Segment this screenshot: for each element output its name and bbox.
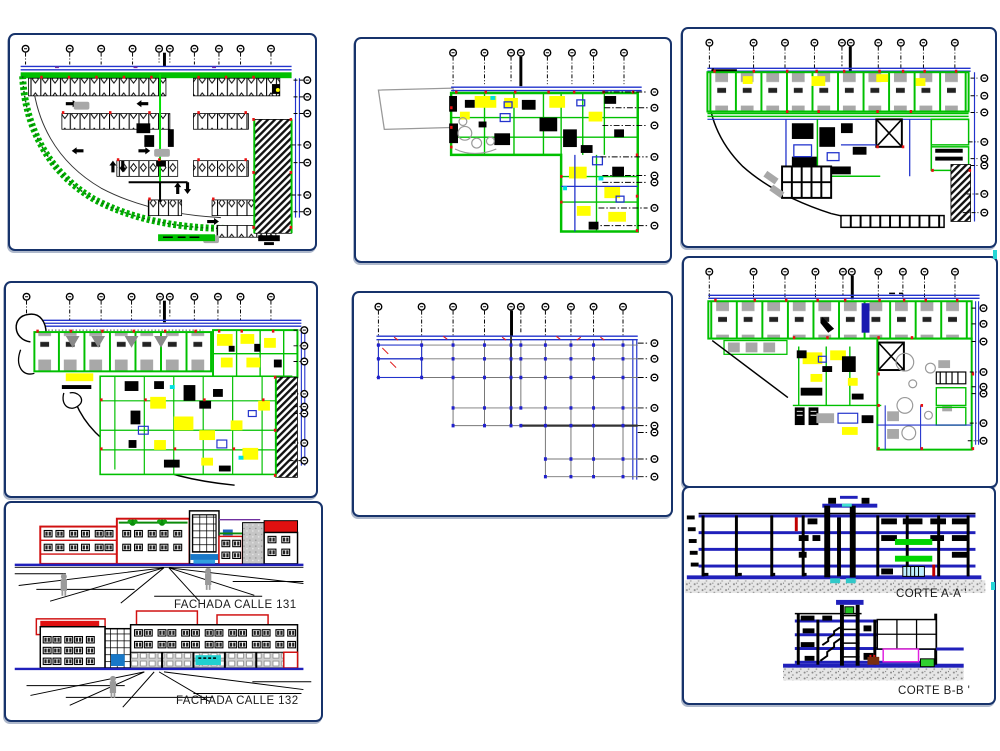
grid-bubbles-right bbox=[592, 88, 659, 230]
facades-drawing bbox=[14, 510, 312, 708]
center-rooms bbox=[99, 375, 293, 476]
stairs-b bbox=[819, 626, 842, 662]
panel-facades: FACHADA CALLE 131 FACHADA CALLE 132 bbox=[4, 501, 323, 722]
grid-bubbles-right bbox=[291, 76, 312, 218]
interior-clutter-b bbox=[800, 615, 874, 661]
parking-stalls bbox=[28, 77, 281, 238]
plan-outline bbox=[449, 91, 639, 233]
facade-131-caption: FACHADA CALLE 131 bbox=[174, 599, 297, 611]
panel-ground-floor-plan bbox=[354, 37, 672, 263]
grid-bubbles-top bbox=[705, 38, 959, 73]
room-band bbox=[707, 300, 973, 340]
facade-131 bbox=[14, 510, 304, 604]
columns-a bbox=[701, 497, 970, 578]
scan-artifact-2 bbox=[991, 582, 995, 590]
floor-plan-4-drawing bbox=[15, 292, 309, 486]
grid-bubbles-top bbox=[22, 292, 275, 323]
grid-bubbles-top bbox=[705, 267, 960, 300]
room-band bbox=[33, 331, 213, 373]
panel-parking-plan bbox=[8, 33, 317, 251]
panel-structural-grid bbox=[352, 291, 673, 517]
section-aa-caption: CORTE A-A ' bbox=[896, 588, 967, 600]
bottom-storefront bbox=[840, 214, 945, 229]
column-nodes bbox=[376, 343, 625, 479]
panel-sections: CORTE A-A ' CORTE B-B ' bbox=[682, 486, 996, 705]
ramp-hatch bbox=[253, 119, 293, 234]
column-markers bbox=[40, 75, 293, 229]
lower-parking-grid bbox=[763, 165, 833, 199]
facade-132 bbox=[14, 610, 312, 708]
window-clusters-a bbox=[798, 518, 968, 575]
top-left-rooms bbox=[377, 344, 423, 379]
floor-plan-6-drawing bbox=[705, 267, 988, 451]
parking-plan-drawing bbox=[19, 44, 312, 246]
center-rooms bbox=[792, 346, 882, 435]
core-walls bbox=[128, 74, 188, 202]
ramp-hatch bbox=[275, 376, 298, 478]
fixtures-blue bbox=[499, 99, 638, 232]
floor-plan-3-drawing bbox=[705, 38, 989, 229]
facade-132-caption: FACHADA CALLE 132 bbox=[176, 695, 299, 707]
section-b-b bbox=[783, 599, 964, 681]
door-swings bbox=[65, 336, 168, 348]
elevator-shaft bbox=[877, 341, 905, 372]
grid-bubbles-top bbox=[374, 302, 628, 337]
right-rooms bbox=[212, 329, 299, 379]
core-black bbox=[791, 123, 867, 175]
grid-bubbles-top bbox=[21, 44, 275, 67]
grid-bubbles-right bbox=[637, 339, 659, 481]
ground-hatch-a bbox=[684, 580, 986, 594]
furniture-black bbox=[449, 95, 624, 230]
rooms-yellow bbox=[459, 95, 626, 222]
grid-bubbles-top bbox=[449, 48, 629, 87]
ramp-hatch bbox=[950, 164, 971, 222]
second-band bbox=[723, 339, 788, 355]
ground-floor-drawing bbox=[377, 48, 659, 233]
structural-grid-drawing bbox=[374, 302, 659, 481]
red-roof bbox=[263, 520, 299, 533]
grid-bubbles-right bbox=[289, 326, 309, 466]
hedge-curve bbox=[19, 76, 225, 232]
panel-floor-plan-4 bbox=[4, 281, 318, 498]
grid-bubbles-right bbox=[962, 74, 989, 217]
right-wing bbox=[876, 337, 973, 451]
elevator-shaft bbox=[875, 118, 903, 148]
panel-floor-plan-6 bbox=[682, 256, 998, 488]
pavement-lines-2 bbox=[26, 671, 312, 708]
property-lines bbox=[20, 65, 292, 71]
planters-gray bbox=[454, 116, 497, 155]
panel-floor-plan-3 bbox=[681, 27, 997, 248]
adjacent-lot-outline bbox=[377, 87, 456, 131]
hedge-strip-top bbox=[20, 72, 292, 79]
balcony-steps-a bbox=[686, 515, 699, 567]
stone-panel bbox=[242, 522, 265, 565]
scan-artifact-1 bbox=[993, 250, 997, 259]
ground-hatch-b bbox=[783, 665, 964, 681]
section-bb-caption: CORTE B-B ' bbox=[898, 685, 971, 697]
section-a-a bbox=[684, 495, 986, 594]
pavement-lines bbox=[14, 567, 304, 604]
grid-bubbles-right bbox=[967, 304, 988, 445]
site-diagonal bbox=[711, 339, 789, 399]
grid-lines bbox=[376, 340, 638, 478]
sections-drawing bbox=[684, 495, 986, 681]
